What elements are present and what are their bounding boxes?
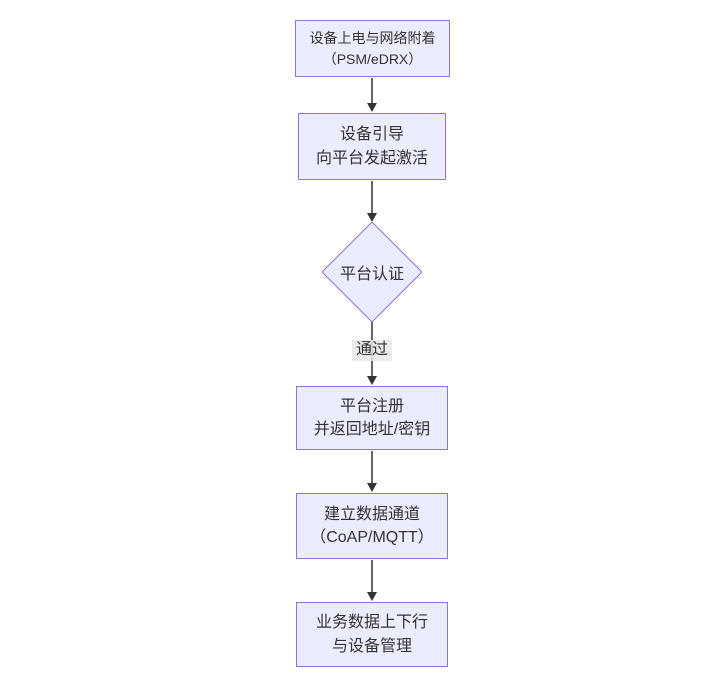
arrow-head-5 <box>367 592 377 601</box>
node-text-line: 向平台发起激活 <box>315 149 428 167</box>
node-text-line: 并返回地址/密钥 <box>313 421 431 438</box>
flow-node-auth-decision: 平台认证 <box>322 222 422 322</box>
node-text-line: 平台认证 <box>339 266 404 283</box>
arrow-head-1 <box>367 103 377 112</box>
flow-node-data-channel: 建立数据通道 （CoAP/MQTT） <box>296 493 448 559</box>
node-text-line: 平台注册 <box>339 397 404 415</box>
node-text-line: （CoAP/MQTT） <box>310 529 434 546</box>
node-text-line: 业务数据上下行 <box>315 614 428 632</box>
flow-node-bootstrap: 设备引导 向平台发起激活 <box>298 113 446 180</box>
flow-node-power-attach: 设备上电与网络附着 （PSM/eDRX） <box>295 20 450 77</box>
node-text-line: 设备引导 <box>339 126 404 144</box>
node-text-line: 与设备管理 <box>331 637 412 655</box>
flow-node-register: 平台注册 并返回地址/密钥 <box>296 386 448 450</box>
edge-label-pass: 通过 <box>351 340 393 361</box>
arrow-head-4 <box>367 483 377 492</box>
node-text-line: 建立数据通道 <box>323 505 420 523</box>
arrow-head-2 <box>367 213 377 222</box>
flow-node-business-data: 业务数据上下行 与设备管理 <box>296 602 448 667</box>
arrow-head-3 <box>367 376 377 385</box>
node-text-line: 设备上电与网络附着 <box>309 29 436 46</box>
node-text-line: （PSM/eDRX） <box>322 50 423 67</box>
diamond-shape <box>322 222 422 322</box>
